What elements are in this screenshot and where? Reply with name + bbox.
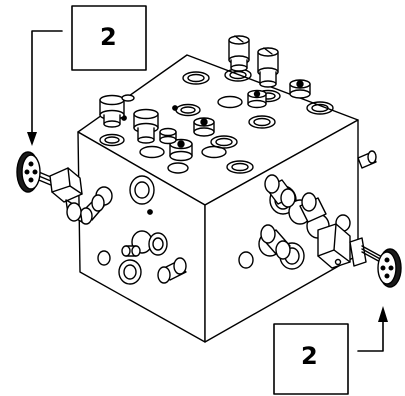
- adjustment-knob-left: [33, 167, 83, 223]
- fitting-left-face-2: [157, 257, 187, 284]
- plug-top-mid: [247, 89, 267, 109]
- knob-disc-left: [16, 151, 41, 193]
- callout-label-bottom-right: 2: [301, 342, 318, 370]
- callout-top-left: 2: [27, 5, 147, 146]
- plug-top-cluster-3: [159, 127, 177, 145]
- cartridge-valve-top-2: [257, 47, 279, 88]
- knob-disc-right: [377, 248, 402, 288]
- callout-leader-top-left: [31, 30, 63, 137]
- cartridge-valve-right-3: [299, 192, 327, 223]
- cartridge-valve-right-1: [264, 174, 296, 208]
- fitting-left-face-3: [79, 194, 105, 225]
- fitting-right-top: [357, 150, 377, 169]
- callout-arrow-top-left: [27, 132, 37, 146]
- plug-top-right: [289, 79, 311, 99]
- fitting-left-face-1: [121, 245, 141, 257]
- callout-box-bottom-right: [273, 323, 349, 395]
- plug-top-cluster-1: [193, 117, 215, 137]
- callout-label-top-left: 2: [100, 23, 117, 51]
- callout-bottom-right: 2: [273, 306, 388, 395]
- cartridge-valve-top-3: [99, 94, 135, 128]
- cartridge-valve-top-1: [228, 35, 250, 72]
- callout-leader-bottom-right: [357, 317, 384, 352]
- cartridge-valve-top-4: [133, 108, 159, 144]
- cartridge-valve-right-2: [260, 224, 291, 260]
- callout-arrow-bottom-right: [378, 306, 388, 322]
- callout-box-top-left: [71, 5, 147, 71]
